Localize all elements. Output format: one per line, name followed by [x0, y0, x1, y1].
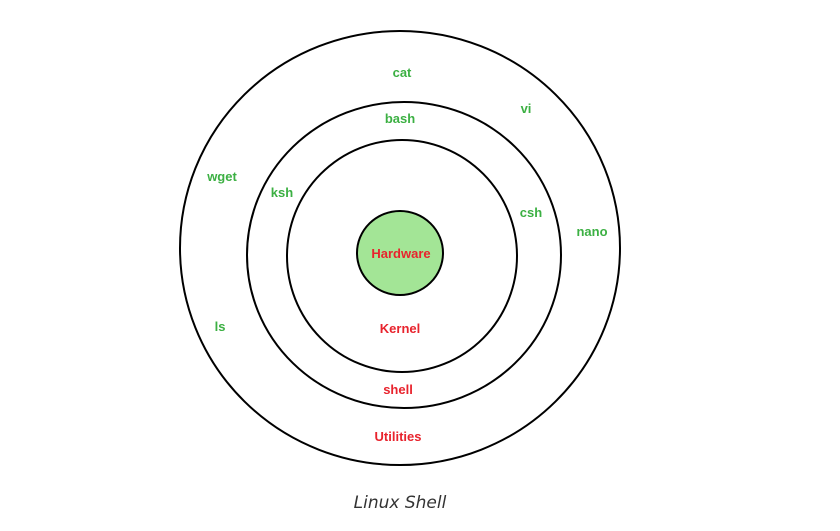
hardware-label: Hardware — [371, 246, 430, 261]
utilities-ring — [179, 30, 621, 466]
utility-wget-label: wget — [206, 169, 237, 184]
utility-cat-label: cat — [393, 65, 412, 80]
shell-ksh-label: ksh — [271, 185, 293, 200]
utility-vi-label: vi — [521, 101, 532, 116]
shell-label: shell — [383, 382, 413, 397]
shell-bash-label: bash — [385, 111, 415, 126]
kernel-label: Kernel — [380, 321, 420, 336]
figure-caption: Linux Shell — [353, 493, 447, 513]
linux-shell-diagram: Hardware Kernel shell Utilities bash ksh… — [179, 30, 621, 466]
shell-csh-label: csh — [520, 205, 542, 220]
utility-ls-label: ls — [215, 319, 226, 334]
utilities-label: Utilities — [375, 429, 422, 444]
hardware-core — [356, 210, 444, 296]
shell-ring — [246, 101, 562, 409]
kernel-ring — [286, 139, 518, 373]
utility-nano-label: nano — [576, 224, 607, 239]
